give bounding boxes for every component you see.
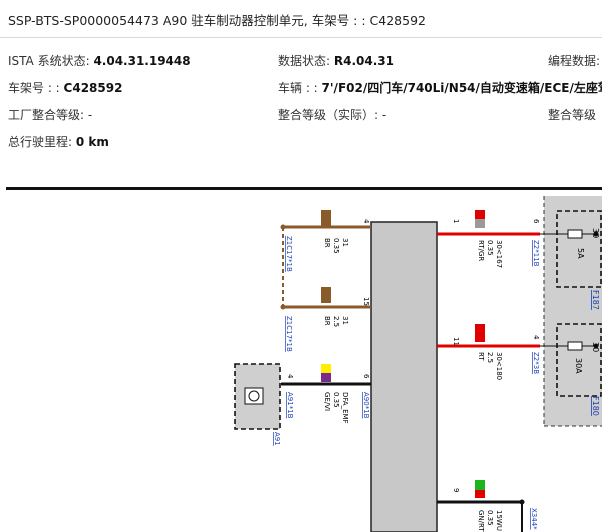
fuse-f180-node [593,343,599,349]
fuse-f180-amp: 30A [574,358,583,374]
wire-gauge: 31 [341,238,349,247]
divider [0,37,602,38]
wire-gauge: 30<167 [495,240,503,268]
mileage-field: 总行驶里程: 0 km [8,135,109,149]
pin-label: 6 [532,219,540,224]
ground-node [280,224,286,230]
factory-integration: 工厂整合等级: - [8,108,93,122]
wire-size: 0.35 [486,510,494,526]
data-status: 数据状态: R4.04.31 [278,54,394,68]
pin-label: 1 [452,219,460,223]
wire-size: 2.5 [332,316,340,327]
connector-link[interactable]: Z1C17*1B [285,316,293,352]
wire-signal-name: 15WU [495,510,503,531]
pin-label: 11 [452,337,460,346]
connector-link[interactable]: X344* [530,508,538,530]
connector-link[interactable]: A91*1B [286,392,294,419]
integration-label: 整合等级 [548,108,597,122]
ground-node [280,304,286,310]
wire-size: 0.35 [486,240,494,256]
fuse-f180-box [556,323,602,397]
wire-color-tag-red [475,490,485,498]
fuse-f187-symbol [567,229,583,239]
section-divider [6,187,602,190]
fuse-f180-link[interactable]: F180 [591,396,600,416]
wire-gauge: 30<180 [495,352,503,380]
wire-size: 0.35 [332,238,340,254]
wire-gauge: 31 [341,316,349,325]
wire-color-tag-red [475,210,485,219]
program-data-label: 编程数据: [548,54,601,68]
wire-color: BR [323,316,331,326]
page-title: SSP-BTS-SP0000054473 A90 驻车制动器控制单元, 车架号 … [8,13,426,28]
pin-label: 4 [362,219,370,224]
pin-label: 6 [362,374,370,379]
wire-color-tag-brown [321,287,331,303]
pin-label: 15 [362,297,370,306]
fuse-f180-symbol [567,341,583,351]
connector-link[interactable]: Z1C17*1B [285,236,293,272]
fuse-f187-pin: 30 [591,228,600,238]
wire-signal-name: DFA_EMF [341,392,349,424]
pin-label: 9 [452,488,460,492]
wire-color: RT [477,352,485,361]
wire-color-tag-red [475,324,485,342]
fuse-f187-box [556,210,602,288]
wire-color: RT/GR [477,240,485,261]
wire-color-tag-gray [475,219,485,228]
wire-size: 0.35 [332,392,340,408]
wire-size: 2.5 [486,352,494,363]
component-link[interactable]: A91 [273,432,281,446]
ignition-node [519,499,525,505]
wire-color-tag-green [475,480,485,490]
fuse-f187-amp: 5A [576,248,585,259]
wire-color-tag-violet [321,373,331,382]
fuse-f180-pin: 30 [591,342,600,352]
ista-status: ISTA 系统状态: 4.04.31.19448 [8,54,191,68]
sensor-icon [248,390,260,402]
vin-field: 车架号 : : C428592 [8,81,123,95]
connector-link[interactable]: Z2*11B [532,240,540,267]
connector-link[interactable]: Z2*3B [532,352,540,374]
control-unit-module [370,221,438,532]
wire-color-tag-yellow [321,364,331,373]
fuse-f187-node [593,231,599,237]
wire-color: BR [323,238,331,248]
wire-color: GE/VI [323,392,331,411]
actual-integration: 整合等级（实际）: - [278,108,387,122]
wire-color-tag-brown [321,210,331,226]
connector-link[interactable]: A90*1B [362,392,370,419]
fuse-f187-link[interactable]: F187 [591,290,600,310]
pin-label: 4 [286,374,294,379]
wire-color: GN/RT [477,510,485,532]
pin-label: 4 [532,335,540,340]
sensor-icon [244,387,264,405]
vehicle-field: 车辆 : : 7'/F02/四门车/740Li/N54/自动变速箱/ECE/左座… [278,81,602,95]
